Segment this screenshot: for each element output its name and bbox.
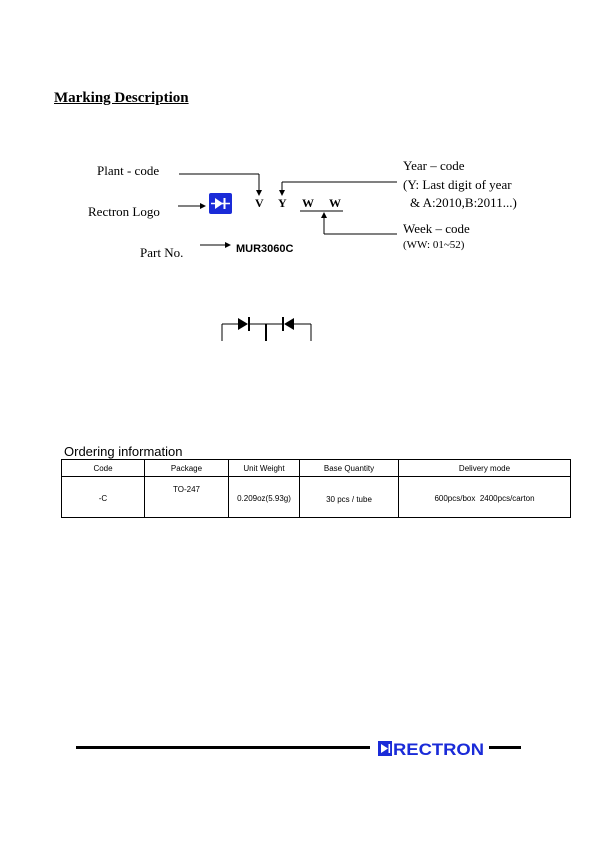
ordering-information-title: Ordering information (64, 444, 183, 459)
table-header-row: Code Package Unit Weight Base Quantity D… (61, 459, 571, 477)
code-letter-plant: V (255, 196, 264, 210)
plant-code-label: Plant - code (97, 163, 160, 178)
rectron-logo-mark-icon: RECTRON (378, 740, 484, 759)
cell-base-quantity: 30 pcs / tube (299, 476, 399, 518)
year-code-line1: (Y: Last digit of year (403, 177, 512, 192)
year-code-line2: & A:2010,B:2011...) (410, 195, 517, 210)
rectron-logo-icon (209, 193, 232, 214)
ordering-table: Code Package Unit Weight Base Quantity D… (61, 459, 571, 518)
year-code-title: Year – code (403, 158, 465, 173)
rectron-logo-label: Rectron Logo (88, 204, 160, 219)
week-code-range: (WW: 01~52) (403, 239, 465, 251)
code-letter-year: Y (278, 196, 287, 210)
rectron-brand-text: RECTRON (393, 740, 484, 759)
code-letter-week-2: W (329, 196, 341, 210)
week-code-title: Week – code (403, 221, 470, 236)
rectron-brand-logo: RECTRON (378, 738, 486, 765)
table-row: -C TO-247 0.209oz(5.93g) 30 pcs / tube 6… (61, 476, 571, 518)
cell-package: TO-247 (144, 476, 229, 518)
code-letter-week-1: W (302, 196, 314, 210)
dual-diode-symbol (221, 317, 312, 341)
cell-code: -C (61, 476, 145, 518)
marking-description-heading: Marking Description (54, 90, 189, 106)
cell-delivery-mode: 600pcs/box 2400pcs/carton (398, 476, 571, 518)
part-no-label: Part No. (140, 245, 184, 260)
part-number-value: MUR3060C (236, 243, 294, 255)
